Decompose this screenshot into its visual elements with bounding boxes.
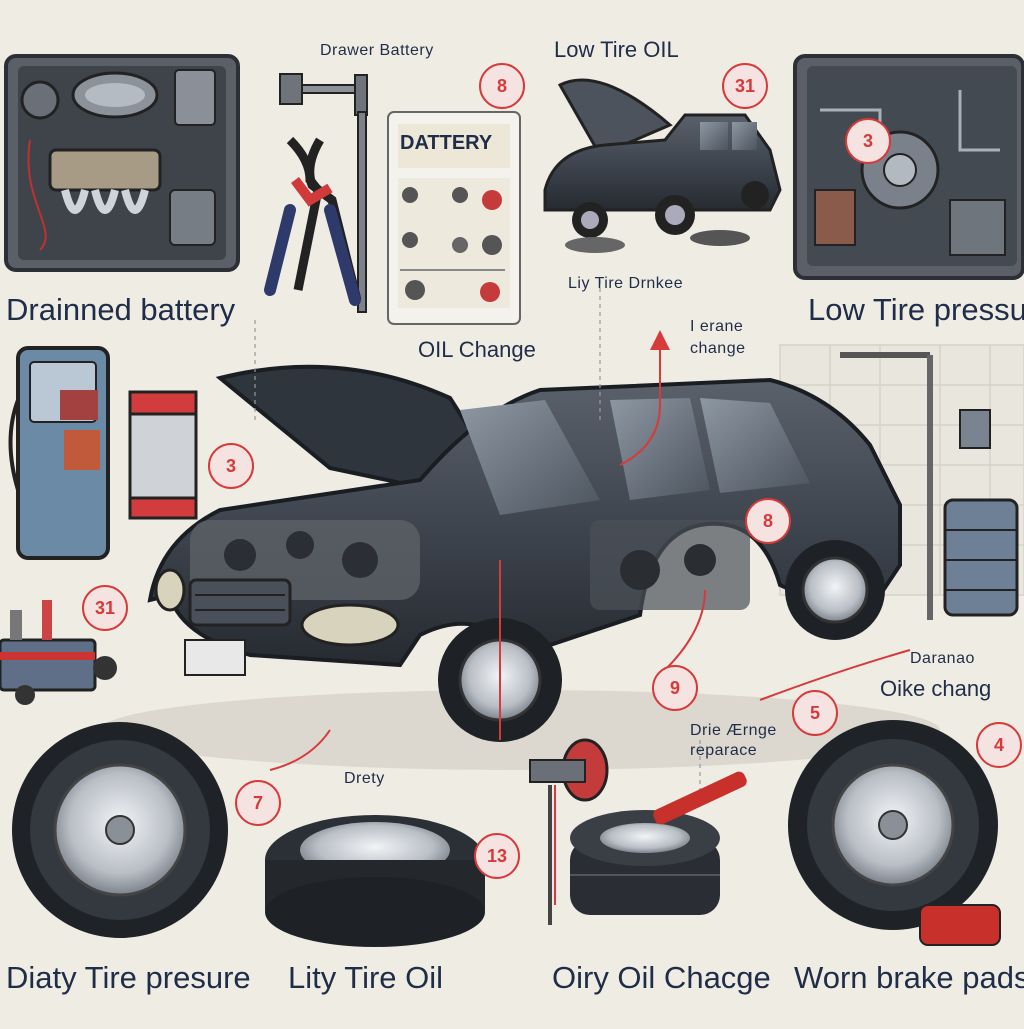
toolbox <box>0 600 117 705</box>
label-worn-brake-pads: Worn brake pads <box>794 960 1024 995</box>
label-reparace: reparace <box>690 742 758 759</box>
main-car <box>147 364 902 742</box>
badge-11: 4 <box>976 722 1022 768</box>
label-lity-tire-oil: Lity Tire Oil <box>288 960 444 995</box>
tire-bottom-right <box>788 720 1001 946</box>
badge-9: 7 <box>235 780 281 826</box>
label-drety: Drety <box>344 770 385 787</box>
small-car-hood-open <box>543 78 782 253</box>
badge-10: 13 <box>474 833 520 879</box>
label-daranao: Daranao <box>910 650 975 667</box>
badge-4: 3 <box>208 443 254 489</box>
label-drawer-battery: Drawer Battery <box>320 42 434 59</box>
badge-8: 5 <box>792 690 838 736</box>
right-rack <box>840 352 1019 620</box>
engine-panel <box>4 54 240 272</box>
battery-manual <box>387 111 521 325</box>
badge-5: 31 <box>82 585 128 631</box>
annotation-lines <box>269 345 911 905</box>
label-drie-change: Drie Ærnge <box>690 722 777 739</box>
battery-card-title: DATTERY <box>400 132 493 154</box>
tire-stack-right <box>570 771 747 915</box>
label-tirane: I erane <box>690 318 744 335</box>
tire-bottom-left <box>12 722 228 938</box>
label-liy-tire: Liy Tire Drnkee <box>568 275 684 292</box>
work-lamp <box>529 738 609 925</box>
badge-2: 31 <box>722 63 768 109</box>
oil-canister <box>128 390 198 520</box>
drop-marker <box>650 330 670 350</box>
circuit-panel <box>793 54 1024 280</box>
label-oily-oil-change: Oiry Oil Chacge <box>552 960 771 995</box>
badge-1: 8 <box>479 63 525 109</box>
label-low-tire-oil: Low Tire OIL <box>554 37 679 62</box>
label-dirty-tire-pressure: Diaty Tire presure <box>6 960 251 995</box>
tire-stack-center <box>265 815 485 947</box>
badge-6: 8 <box>745 498 791 544</box>
label-oike-change: Oike chang <box>880 676 992 701</box>
badge-3: 3 <box>845 118 891 164</box>
badge-7: 9 <box>652 665 698 711</box>
label-oil-change: OIL Change <box>418 337 536 362</box>
label-drained-battery: Drainned battery <box>6 292 236 327</box>
label-low-tire-pressure: Low Tire pressur <box>808 292 1024 327</box>
air-compressor <box>8 346 110 560</box>
label-tirane-change: change <box>690 340 746 357</box>
tools <box>264 73 368 313</box>
